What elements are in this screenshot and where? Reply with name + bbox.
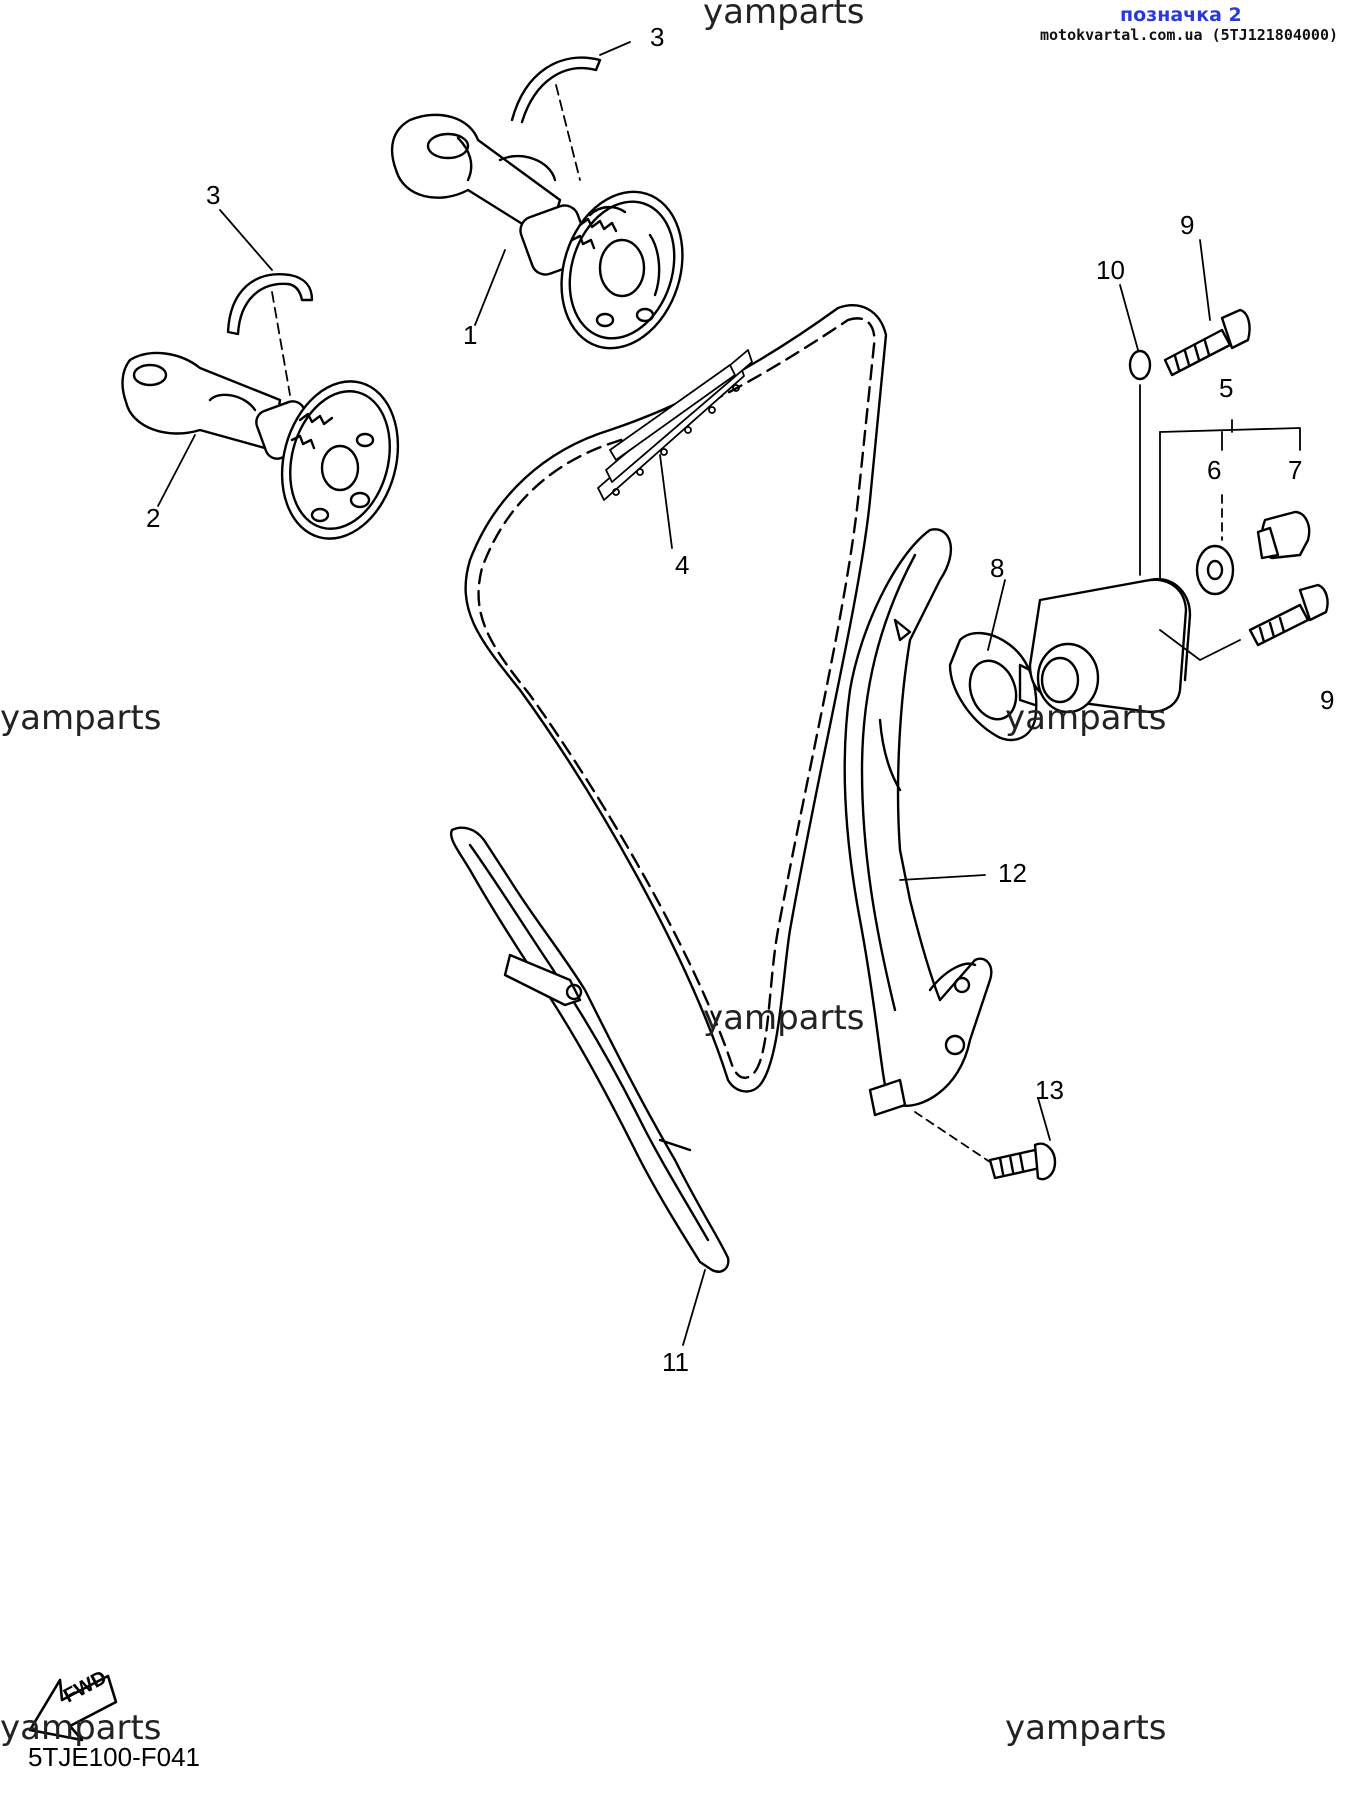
watermark: yamparts: [703, 998, 865, 1038]
callout-3-left: 3: [206, 180, 221, 210]
header-title: позначка 2: [1120, 4, 1242, 26]
callout-11: 11: [662, 1347, 689, 1377]
watermark: yamparts: [1005, 1708, 1167, 1748]
watermark: yamparts: [703, 0, 865, 32]
callout-5: 5: [1219, 373, 1234, 403]
callout-4: 4: [675, 550, 690, 580]
watermark: yamparts: [1005, 698, 1167, 738]
timing-chain-loop-drawing: [464, 304, 888, 1093]
callout-7: 7: [1288, 455, 1303, 485]
tensioner-assembly-drawing: [948, 308, 1329, 742]
diagram-code: 5TJE100-F041: [28, 1742, 200, 1772]
callout-1: 1: [463, 320, 478, 350]
bolt-13-drawing: [988, 1142, 1057, 1181]
chain-guide-12-drawing: [843, 528, 993, 1117]
camshaft-1-drawing: [390, 113, 684, 350]
callout-13: 13: [1035, 1075, 1064, 1105]
callout-3-top: 3: [650, 22, 665, 52]
clip-3-left-drawing: [226, 273, 314, 336]
callout-6: 6: [1207, 455, 1222, 485]
chain-guide-11-drawing: [449, 826, 730, 1273]
fwd-arrow-drawing: [28, 1674, 118, 1742]
header-subtitle: motokvartal.com.ua (5TJ121804000): [1040, 26, 1339, 44]
chain-links-drawing: [597, 349, 753, 501]
callout-9-upper: 9: [1180, 210, 1195, 240]
callout-2: 2: [146, 503, 161, 533]
callout-10: 10: [1096, 255, 1125, 285]
callout-8: 8: [990, 553, 1005, 583]
camshaft-2-drawing: [121, 351, 400, 540]
callout-9-lower: 9: [1320, 685, 1335, 715]
clip-3-top-drawing: [510, 56, 602, 124]
watermark: yamparts: [0, 698, 162, 738]
watermark: yamparts: [0, 1708, 162, 1748]
callout-12: 12: [998, 858, 1027, 888]
